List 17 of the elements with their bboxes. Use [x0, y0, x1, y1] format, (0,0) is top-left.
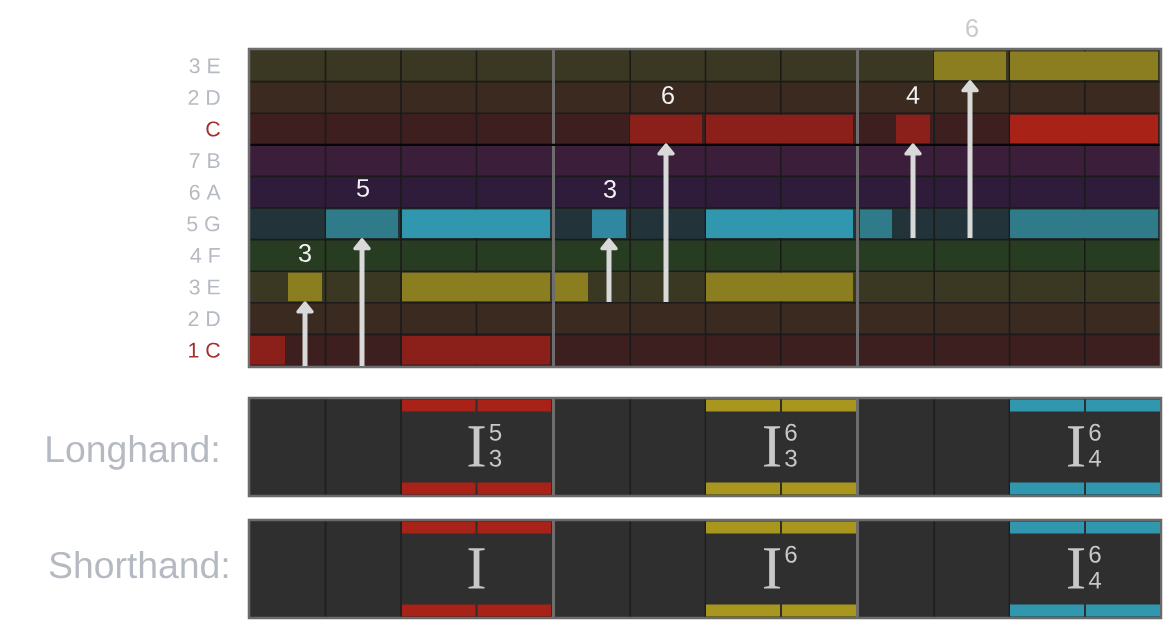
row-label: 3 E	[189, 279, 220, 295]
row-label: 5 G	[187, 216, 220, 232]
interval-number: 3	[603, 180, 616, 198]
row-label: 1 C	[189, 342, 220, 358]
row-label: 3 E	[189, 58, 220, 74]
row-label: 7 B	[189, 153, 220, 168]
interval-number: 6	[662, 86, 674, 104]
band-label: Longhand:	[47, 434, 218, 470]
interval-number: 3	[298, 244, 311, 262]
band-label: Shorthand:	[49, 550, 228, 579]
row-label: 2 D	[188, 311, 220, 327]
interval-number: 4	[906, 86, 920, 104]
interval-number: 5	[356, 179, 369, 197]
row-label: 4 F	[190, 248, 220, 263]
row-label: 2 D	[188, 89, 220, 105]
row-label: C	[206, 121, 220, 137]
row-label: 6 A	[189, 184, 221, 200]
